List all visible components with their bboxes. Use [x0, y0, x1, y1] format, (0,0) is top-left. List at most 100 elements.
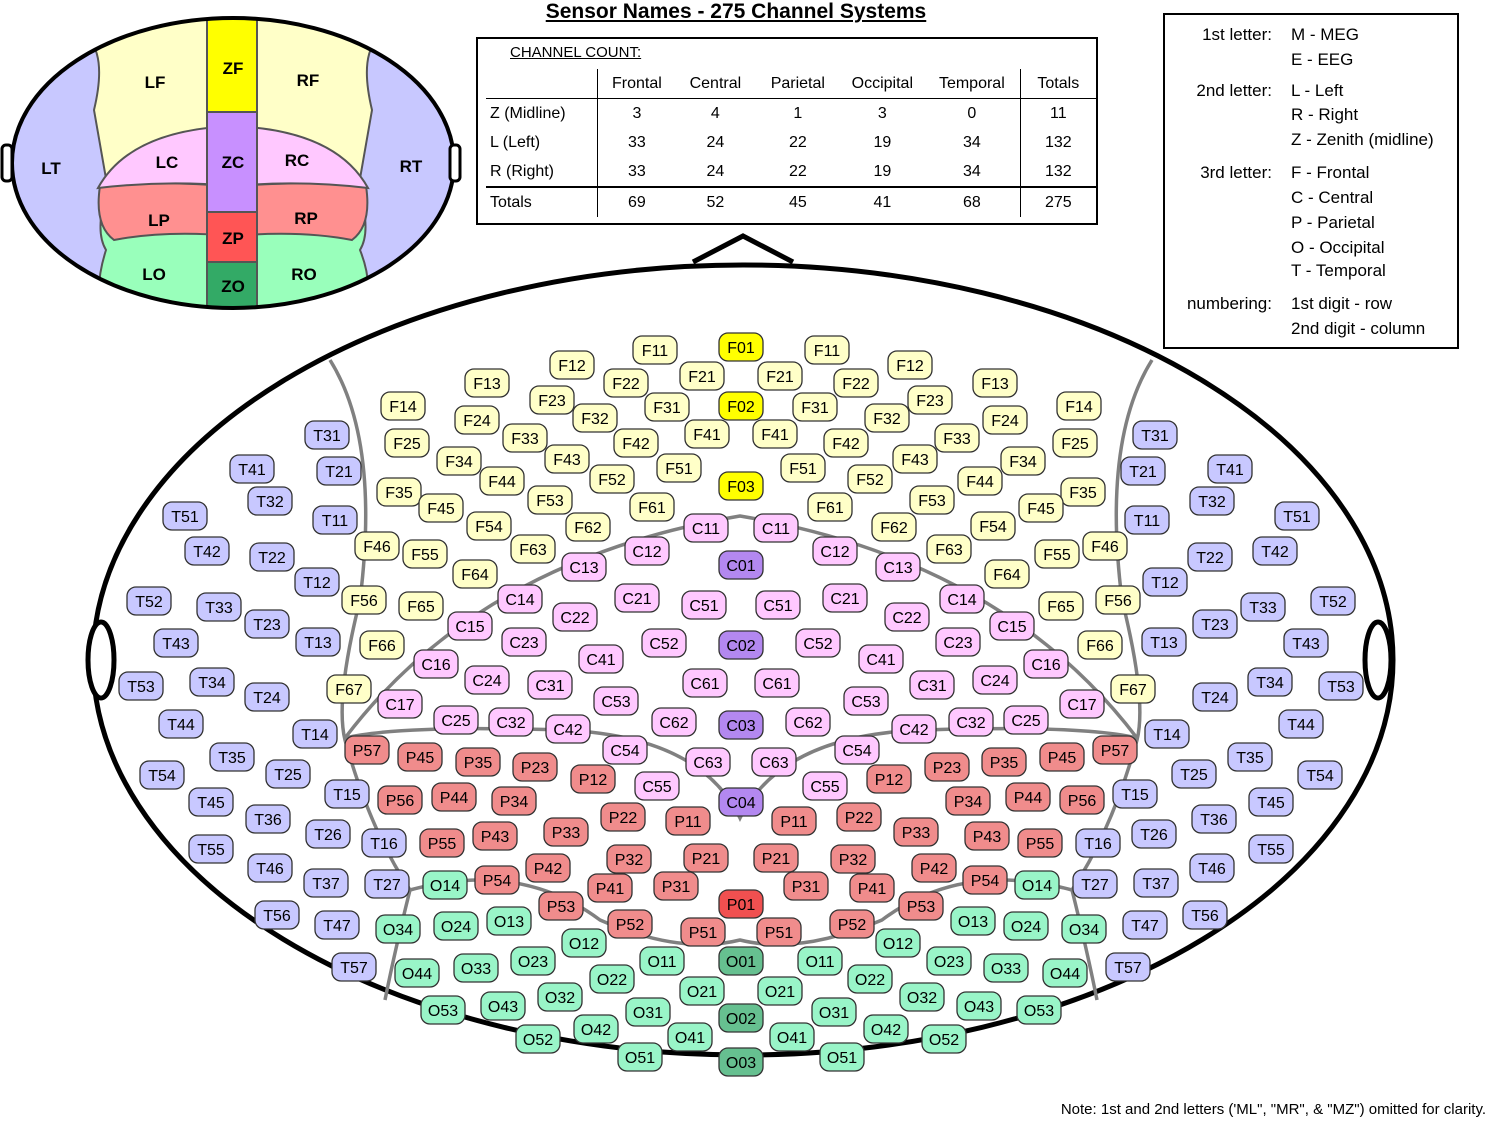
sensor-label: P44 [1014, 790, 1043, 807]
sensor-right-t24: T24 [1192, 682, 1238, 712]
sensor-label: C24 [472, 673, 501, 690]
sensor-label: T11 [322, 513, 348, 530]
sensor-left-t14: T14 [292, 719, 338, 749]
region-label: RO [291, 265, 317, 284]
sensor-right-f53: F53 [909, 485, 955, 515]
sensor-left-c63: C63 [685, 747, 731, 777]
sensor-label: C62 [659, 715, 688, 732]
channel-count-grid: Frontal Central Parietal Occipital Tempo… [486, 69, 1096, 217]
sensor-left-f67: F67 [326, 674, 372, 704]
sensor-label: F31 [653, 400, 681, 417]
table-cell: 24 [706, 162, 725, 180]
sensor-right-t33: T33 [1240, 592, 1286, 622]
sensor-label: F22 [612, 376, 640, 393]
sensor-left-c17: C17 [377, 689, 423, 719]
sensor-label: F54 [475, 519, 503, 536]
sensor-left-p22: P22 [600, 802, 646, 832]
sensor-label: O32 [545, 990, 575, 1007]
legend-value: C - Central [1291, 188, 1374, 207]
sensor-label: T13 [1150, 635, 1178, 652]
sensor-label: O13 [494, 914, 524, 931]
sensor-left-f25: F25 [384, 428, 430, 458]
sensor-label: T47 [1131, 918, 1159, 935]
legend-key: 2nd letter: [1196, 81, 1272, 100]
sensor-left-t25: T25 [265, 759, 311, 789]
right-ear [1362, 619, 1394, 701]
sensor-label: F35 [385, 485, 413, 502]
sensor-label: P35 [990, 755, 1019, 772]
sensor-label: T57 [1114, 960, 1142, 977]
sensor-left-f52: F52 [589, 464, 635, 494]
sensor-right-f24: F24 [982, 405, 1028, 435]
sensor-left-f23: F23 [529, 385, 575, 415]
sensor-right-c17: C17 [1059, 689, 1105, 719]
sensor-label: C02 [726, 638, 755, 655]
sensor-label: T26 [1140, 827, 1168, 844]
table-header: Central [675, 69, 756, 99]
sensor-right-t26: T26 [1131, 819, 1177, 849]
totals-row: Totals 69 52 45 41 68 275 [486, 186, 1096, 217]
sensor-label: C01 [726, 558, 755, 575]
sensor-label: T54 [1306, 768, 1334, 785]
sensor-left-p21: P21 [683, 843, 729, 873]
sensor-label: F55 [411, 547, 439, 564]
sensor-left-o51: O51 [617, 1042, 663, 1072]
sensor-mid-p01: P01 [718, 889, 764, 919]
sensor-label: C53 [851, 694, 880, 711]
sensor-label: F11 [642, 343, 668, 360]
table-cell: 52 [675, 186, 756, 217]
legend-key: numbering: [1186, 294, 1272, 313]
sensor-label: T53 [1327, 679, 1355, 696]
sensor-label: O22 [597, 972, 627, 989]
sensor-label: T43 [1292, 636, 1320, 653]
sensor-right-f56: F56 [1095, 585, 1141, 615]
sensor-label: O14 [1022, 878, 1052, 895]
sensor-right-p55: P55 [1017, 828, 1063, 858]
sensor-label: C25 [441, 713, 470, 730]
table-cell: 22 [788, 133, 807, 151]
sensor-label: C03 [726, 718, 755, 735]
sensor-right-f54: F54 [970, 511, 1016, 541]
sensor-left-p32: P32 [606, 844, 652, 874]
sensor-label: O12 [569, 936, 599, 953]
sensor-label: F55 [1043, 547, 1071, 564]
sensor-right-c15: C15 [989, 611, 1035, 641]
sensor-label: P35 [464, 755, 493, 772]
sensor-right-c32: C32 [948, 707, 994, 737]
sensor-label: P45 [406, 750, 435, 767]
sensor-label: O31 [819, 1005, 849, 1022]
sensor-right-c53: C53 [843, 686, 889, 716]
legend-value: P - Parietal [1291, 213, 1375, 232]
sensor-label: C63 [759, 755, 788, 772]
sensor-right-c25: C25 [1003, 705, 1049, 735]
sensor-right-p52: P52 [829, 909, 875, 939]
legend-value: 1st digit - row [1291, 294, 1393, 313]
sensor-left-o12: O12 [561, 928, 607, 958]
sensor-right-p44: P44 [1005, 782, 1051, 812]
sensor-label: O03 [726, 1055, 756, 1072]
sensor-right-t32: T32 [1189, 486, 1235, 516]
sensor-label: O24 [1011, 919, 1041, 936]
sensor-right-f35: F35 [1060, 477, 1106, 507]
sensor-right-t42: T42 [1252, 536, 1298, 566]
page-title: Sensor Names - 275 Channel Systems [545, 0, 927, 23]
sensor-right-f43: F43 [892, 444, 938, 474]
sensor-label: T56 [1191, 908, 1219, 925]
sensor-label: O01 [726, 954, 756, 971]
sensor-left-p44: P44 [431, 782, 477, 812]
sensor-left-c21: C21 [614, 583, 660, 613]
sensor-label: T31 [1141, 428, 1169, 445]
naming-legend: 1st letter: M - MEG E - EEG 2nd letter: … [1163, 13, 1459, 349]
sensor-label: T36 [1200, 812, 1228, 829]
sensor-right-t25: T25 [1171, 759, 1217, 789]
sensor-label: O33 [461, 961, 491, 978]
sensor-label: T51 [1283, 509, 1311, 526]
table-header: Frontal [597, 69, 676, 99]
sensor-left-t26: T26 [305, 819, 351, 849]
table-cell: 33 [628, 133, 646, 151]
sensor-right-f33: F33 [934, 423, 980, 453]
sensor-right-c61: C61 [754, 668, 800, 698]
sensor-left-t11: T11 [312, 505, 358, 535]
sensor-label: O44 [402, 966, 432, 983]
sensor-label: O12 [883, 936, 913, 953]
